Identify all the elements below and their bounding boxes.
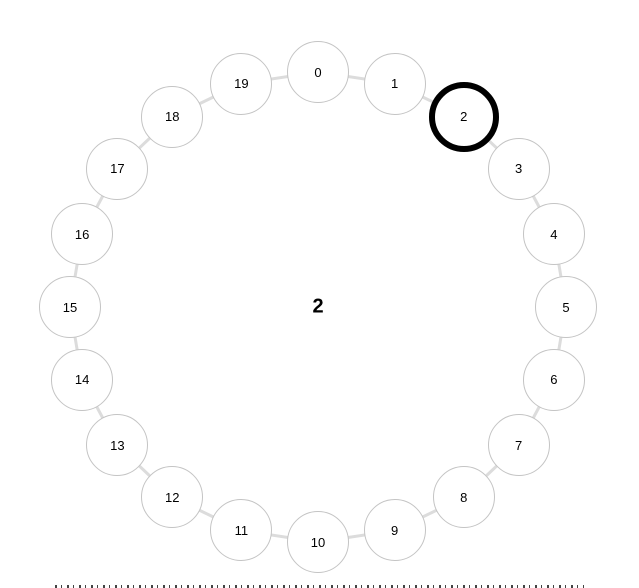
graph-node: 18 [141,85,204,148]
node-label: 14 [74,372,90,388]
center-value-label: 2 [312,295,324,318]
graph-node: 6 [522,348,585,411]
graph-node: 9 [363,499,426,562]
graph-node: 1 [363,52,426,115]
graph-node: 10 [287,511,349,573]
node-label: 5 [562,299,570,315]
graph-node: 8 [432,466,495,529]
graph-node: 16 [51,203,114,266]
node-label: 4 [550,226,558,242]
graph-node: 7 [487,414,550,477]
node-label: 16 [74,226,90,242]
graph-node: 5 [535,276,597,338]
node-label: 1 [391,76,399,91]
graph-node: 17 [86,137,149,200]
node-label: 9 [391,522,399,538]
graph-node: 3 [487,137,550,200]
node-label: 6 [550,372,558,388]
node-label: 15 [62,299,78,315]
node-label: 8 [460,489,468,505]
node-label: 18 [164,109,180,125]
node-label: 17 [110,161,125,177]
graph-node: 14 [51,348,114,411]
graph-node: 12 [141,466,204,529]
cropped-bottom-text [55,585,584,588]
graph-node: 4 [522,203,585,266]
graph-node: 0 [287,41,349,103]
node-label: 10 [310,534,326,550]
node-label: 0 [314,64,322,80]
graph-node: 19 [210,52,273,115]
node-label: 19 [234,76,249,91]
graph-node: 11 [210,499,273,562]
node-label: 13 [110,437,125,453]
node-label: 7 [515,437,523,453]
node-label: 3 [515,161,523,177]
node-label: 12 [164,489,180,505]
node-label: 2 [460,109,468,125]
graph-node-selected: 2 [428,81,499,152]
graph-node: 15 [39,276,101,338]
graph-node: 13 [86,414,149,477]
node-label: 11 [234,522,249,538]
